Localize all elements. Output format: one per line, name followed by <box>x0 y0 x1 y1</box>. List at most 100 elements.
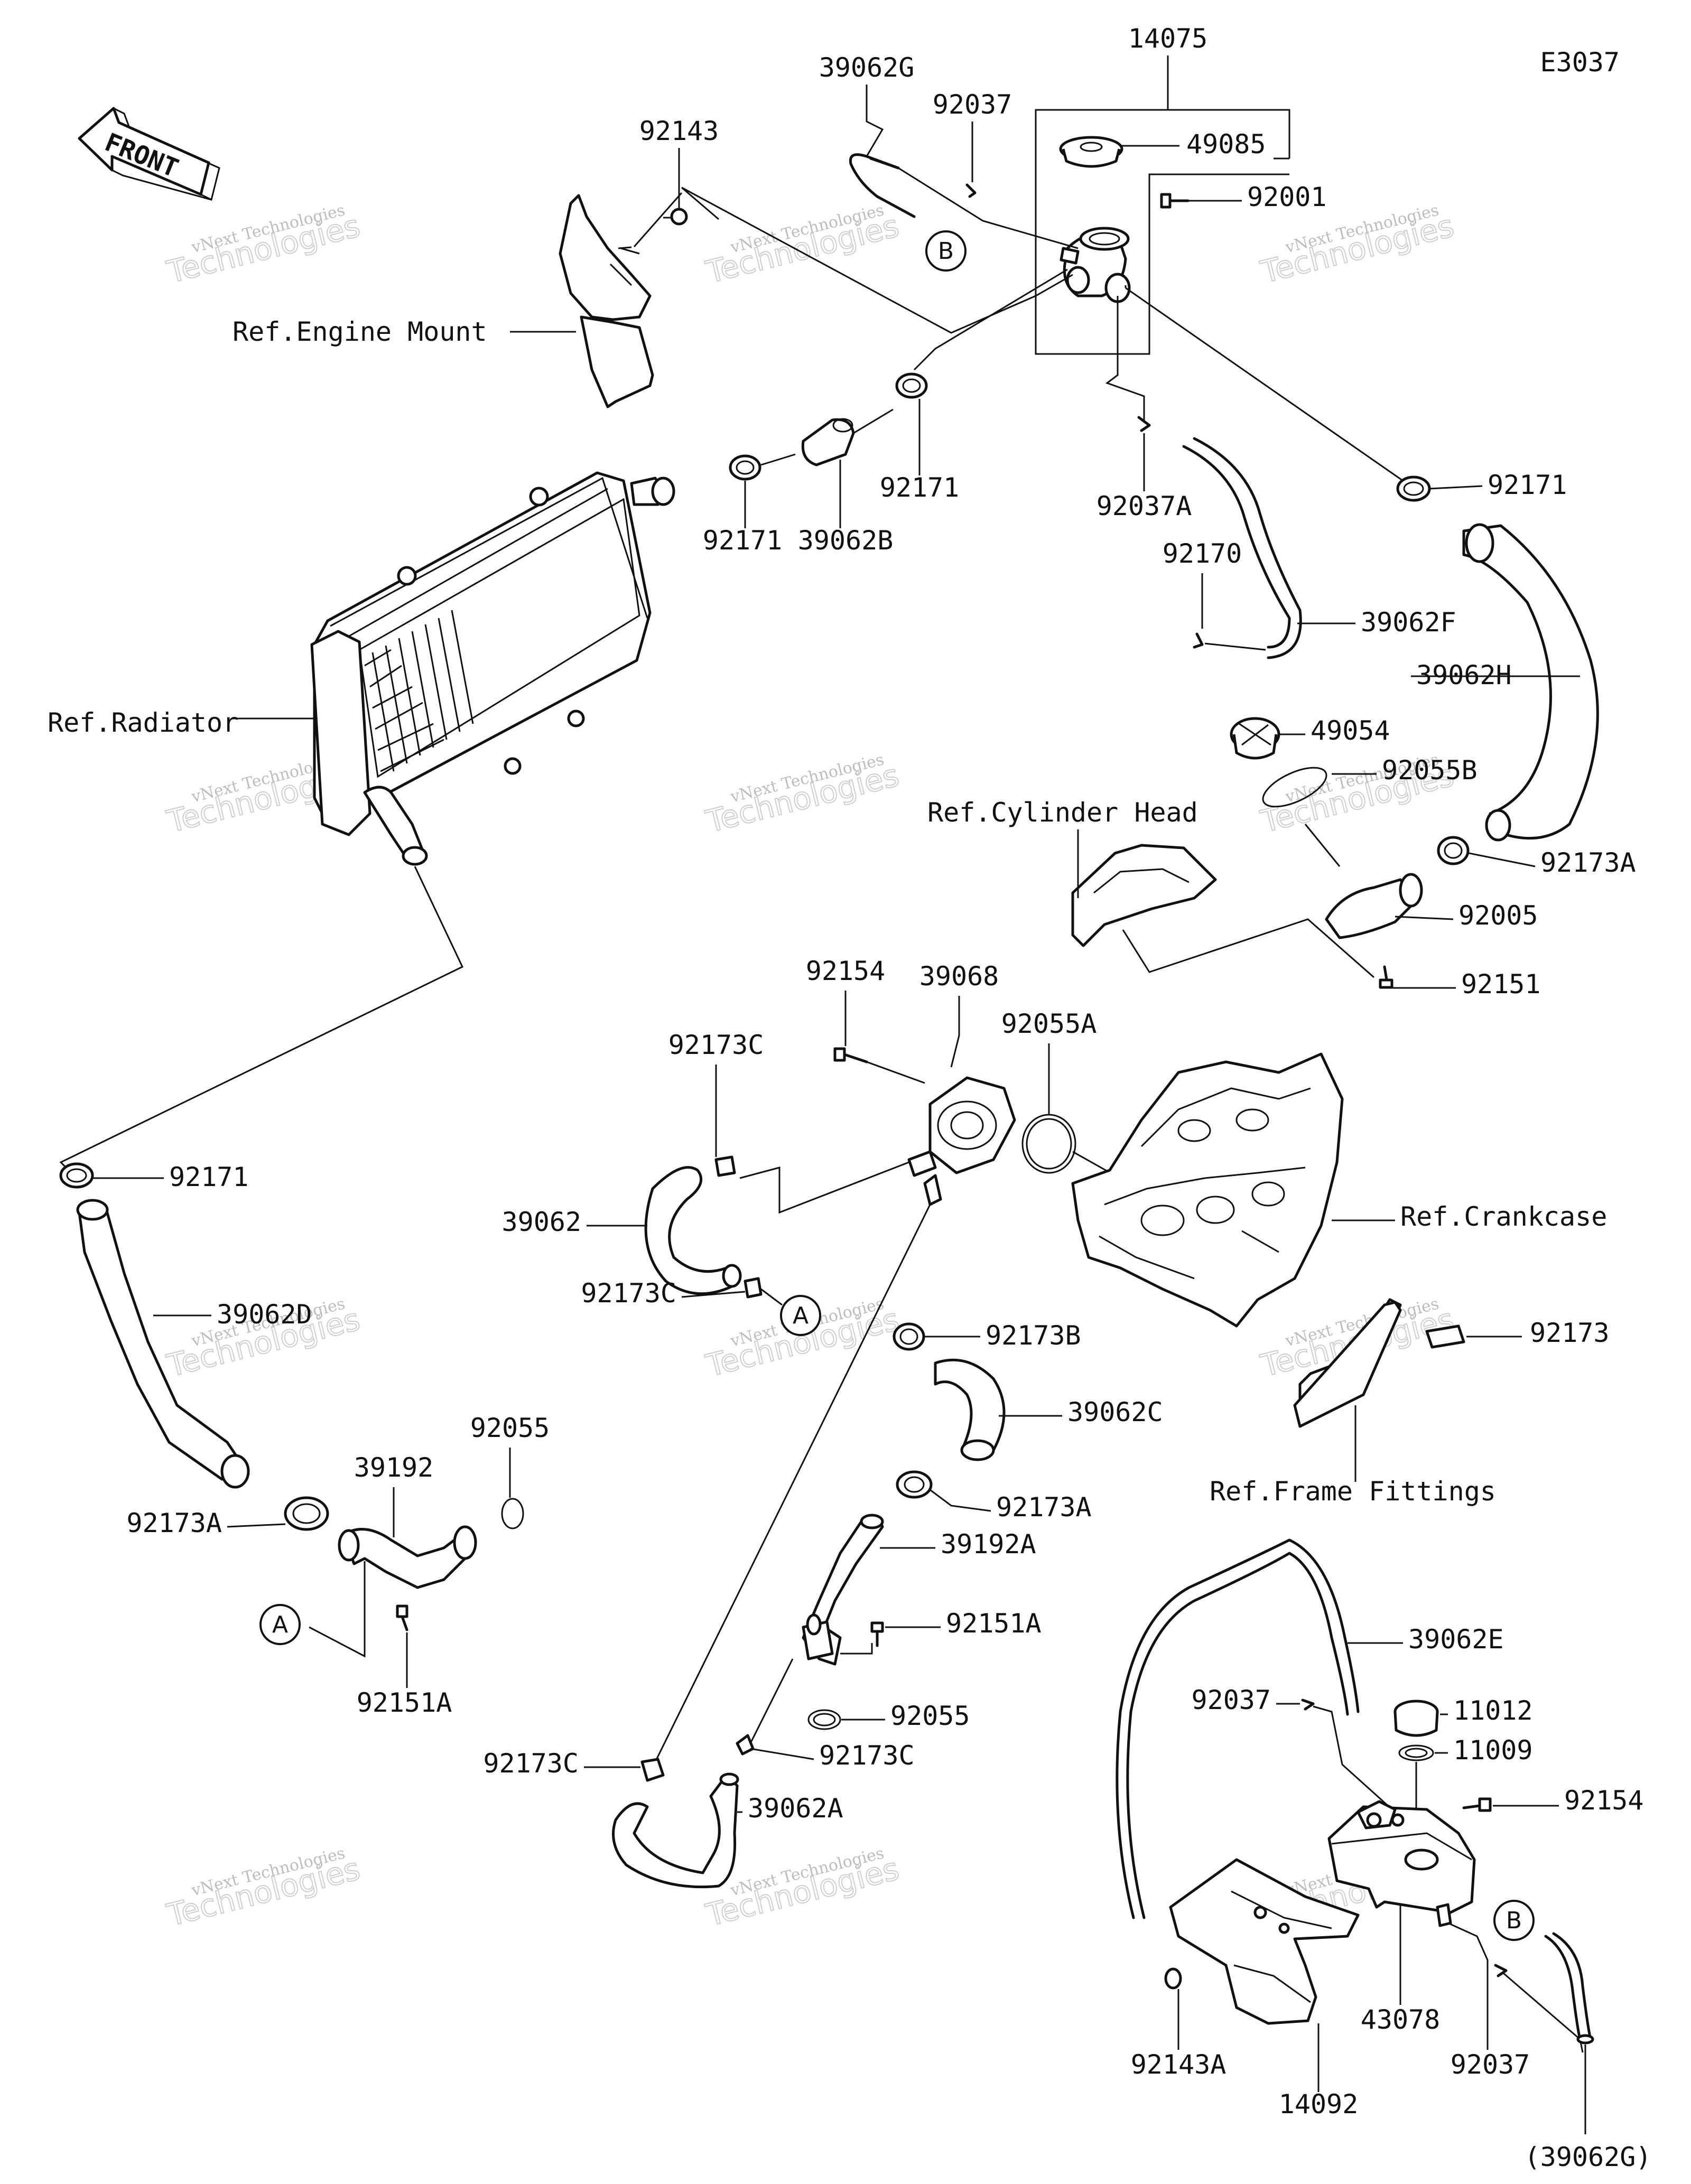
lbl-92037-mid: 92037 <box>1191 1685 1271 1715</box>
bolt-92154-bottom <box>1462 1797 1559 1812</box>
lbl-39062F: 39062F <box>1361 607 1456 638</box>
clip-92170 <box>1193 573 1266 651</box>
clamp-92173C-left <box>584 1758 665 1782</box>
clamp-92173A-right <box>1437 836 1536 867</box>
hose-39062G <box>849 85 916 218</box>
engine-mount-bracket <box>510 192 683 408</box>
leader-radiator-to-clamp <box>59 866 463 1171</box>
grommet-92143A <box>1164 1967 1182 2050</box>
lbl-92173A-right: 92173A <box>1540 847 1636 878</box>
bolt-92001 <box>1160 193 1242 209</box>
clamp-92173A-left <box>227 1496 329 1531</box>
lbl-11012: 11012 <box>1453 1695 1533 1726</box>
callout-a-left: A <box>259 1604 301 1645</box>
hose-39062G-ref <box>1544 1932 1594 2134</box>
crankcase-ref <box>1071 1052 1395 1328</box>
reservoir-cover-14092 <box>1169 1858 1360 2092</box>
filler-neck <box>1060 227 1131 303</box>
o-ring-92055B <box>1262 767 1377 808</box>
o-ring-92055-mid <box>807 1709 885 1730</box>
lbl-92171-lower: 92171 <box>169 1162 249 1192</box>
thermostat-49054 <box>1230 717 1305 760</box>
clamp-92171-mid <box>895 372 928 475</box>
bolt-92151 <box>1379 965 1456 989</box>
reservoir-tank-43078 <box>1327 1800 1489 2050</box>
lbl-ref-frame-fittings: Ref.Frame Fittings <box>1210 1476 1496 1507</box>
lbl-39062A: 39062A <box>748 1793 843 1824</box>
lbl-92154-bottom: 92154 <box>1564 1785 1644 1816</box>
callout-b-top: B <box>925 230 967 272</box>
radiator-cap-49085 <box>1059 136 1179 168</box>
lbl-92171-right: 92171 <box>1488 470 1567 500</box>
diagram-code: E3037 <box>1540 47 1620 78</box>
front-arrow-icon: FRONT <box>78 107 220 201</box>
callout-b-bottom-letter: B <box>1506 1907 1522 1934</box>
lbl-39062E: 39062E <box>1408 1624 1504 1655</box>
lbl-39192: 39192 <box>354 1452 434 1483</box>
radiator-cap-assembly-bracket <box>1035 55 1290 355</box>
lbl-92143: 92143 <box>639 116 719 146</box>
lbl-39062: 39062 <box>501 1207 581 1237</box>
clamp-92171-left <box>729 453 796 528</box>
hose-39062 <box>587 1166 742 1295</box>
hose-39062A <box>612 1772 742 1889</box>
lbl-92173C-left: 92173C <box>483 1748 579 1779</box>
oil-cooler-39068 <box>652 996 1016 1768</box>
lbl-39062D: 39062D <box>217 1299 312 1330</box>
hose-39062C <box>934 1358 1062 1461</box>
lbl-92173B: 92173B <box>986 1320 1081 1351</box>
hose-39062B <box>801 408 894 528</box>
o-ring-92055-left <box>501 1448 524 1529</box>
lbl-92037-top: 92037 <box>933 89 1012 120</box>
callout-b-bottom: B <box>1493 1900 1535 1941</box>
callout-b-top-letter: B <box>938 238 954 265</box>
hose-39062H <box>1411 523 1599 842</box>
lbl-92143A: 92143A <box>1131 2049 1227 2080</box>
lbl-92173C-bottom: 92173C <box>819 1740 915 1771</box>
lbl-92154-top: 92154 <box>806 956 886 986</box>
pipe-39192 <box>309 1487 477 1658</box>
hose-39062F <box>1182 437 1355 659</box>
lbl-92173C-top: 92173C <box>668 1030 764 1060</box>
lbl-92055B: 92055B <box>1382 755 1478 786</box>
callout-a-mid-letter: A <box>793 1302 809 1329</box>
cylinder-head-ref <box>1071 829 1374 978</box>
lbl-92037A: 92037A <box>1097 491 1192 521</box>
clip-92037A <box>1137 416 1151 491</box>
bolt-92151A-left <box>396 1604 408 1688</box>
lbl-39062G: 39062G <box>819 52 915 83</box>
lbl-92151: 92151 <box>1461 969 1541 1000</box>
lbl-92171-left: 92171 <box>703 525 783 556</box>
lbl-39062B: 39062B <box>798 525 894 556</box>
lbl-39062C: 39062C <box>1067 1397 1163 1427</box>
lbl-39192A: 39192A <box>941 1529 1036 1560</box>
pipe-39192A <box>802 1514 935 1666</box>
lbl-92005: 92005 <box>1458 900 1538 931</box>
lbl-49085: 49085 <box>1186 129 1266 160</box>
callout-a-left-letter: A <box>272 1611 288 1638</box>
clamp-92173A-mid <box>896 1470 991 1512</box>
lbl-43078: 43078 <box>1361 2004 1441 2035</box>
lbl-14075: 14075 <box>1128 23 1208 54</box>
bolt-92154-top <box>833 991 925 1084</box>
clamp-92173B <box>893 1322 980 1351</box>
lbl-14092: 14092 <box>1279 2089 1359 2120</box>
lbl-92055-left: 92055 <box>470 1413 550 1443</box>
clamp-92173C-mid <box>681 1277 783 1306</box>
lbl-92151A-mid: 92151A <box>946 1608 1042 1639</box>
lbl-92001: 92001 <box>1247 182 1327 212</box>
clamp-92171-lower <box>59 1162 164 1189</box>
clip-92037-top <box>965 122 977 198</box>
lbl-39068: 39068 <box>919 961 999 992</box>
lbl-49054: 49054 <box>1311 715 1390 746</box>
callout-a-mid: A <box>780 1295 821 1336</box>
clamp-92171-right <box>1396 475 1483 502</box>
bolt-92151A-mid <box>840 1621 941 1655</box>
radiator <box>233 471 675 866</box>
lbl-92171-mid: 92171 <box>880 472 960 503</box>
